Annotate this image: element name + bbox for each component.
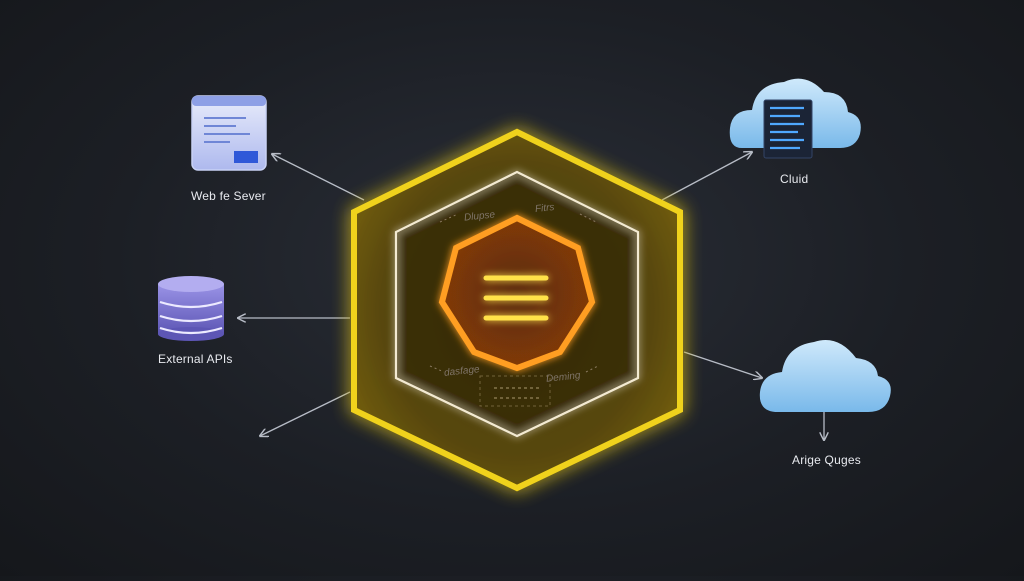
web-server-label: Web fe Sever [191,189,266,203]
database-icon[interactable] [158,276,224,341]
external-apis-label: External APIs [158,352,233,366]
central-hub[interactable] [351,128,683,492]
hub-dashed-marks [429,213,599,373]
hub-faint-bars [479,375,551,407]
cloud-label: Cluid [780,172,809,186]
hub-label-top-right: Fitrs [534,202,555,215]
connector-lines [238,152,824,440]
stack-menu-icon [483,275,549,321]
arrow-to-web-server [272,154,365,201]
browser-window-icon[interactable] [191,95,267,171]
cloud-icon[interactable] [759,340,891,412]
arrow-to-lower-left [260,391,351,436]
hub-core-heptagon [438,214,596,372]
cloud-server-icon[interactable] [729,78,861,159]
storage-label: Arige Quges [792,453,861,467]
arrow-to-storage [683,351,762,378]
arrow-to-cloud [661,152,752,201]
